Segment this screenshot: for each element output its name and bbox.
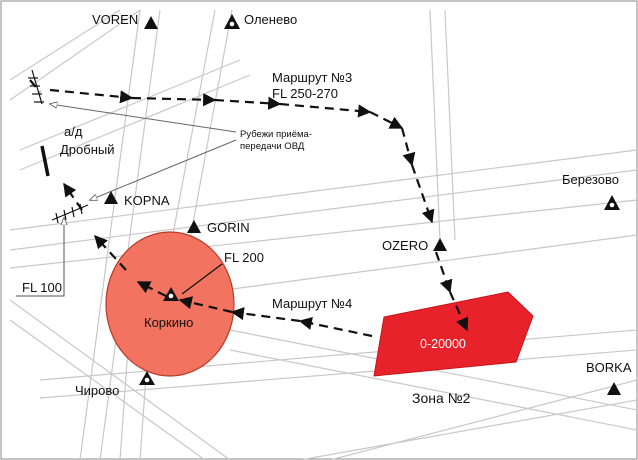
label-borka: BORKA — [586, 360, 632, 375]
label-berezovo: Березово — [562, 172, 619, 187]
label-zone-name: Зона №2 — [412, 390, 471, 406]
label-aerodrome-name: Дробный — [60, 142, 115, 157]
boundary-callouts — [50, 104, 237, 200]
restricted-zone-2 — [373, 291, 534, 377]
airway-lines — [9, 9, 638, 460]
fl200-leader — [181, 263, 223, 295]
navaid-triangle-icon — [104, 16, 621, 395]
fl100-leader — [16, 218, 64, 297]
label-korkino: Коркино — [144, 315, 193, 330]
korkino-control-zone — [105, 231, 235, 377]
label-boundary-note-1: Рубежи приёма- — [240, 129, 312, 140]
label-olenevo: Оленево — [244, 12, 297, 27]
route-4-path — [178, 296, 373, 338]
label-zone-range: 0-20000 — [420, 337, 466, 351]
label-ozero: OZERO — [382, 238, 428, 253]
label-route4-name: Маршрут №4 — [272, 296, 352, 311]
label-route3-fl: FL 250-270 — [272, 86, 338, 101]
label-voren: VOREN — [92, 12, 138, 27]
label-gorin: GORIN — [207, 220, 250, 235]
runway-drobny — [40, 145, 50, 177]
label-boundary-note-2: передачи ОВД — [240, 141, 305, 152]
label-aerodrome-type: а/д — [64, 124, 83, 139]
label-fl200: FL 200 — [224, 250, 264, 265]
label-route3-name: Маршрут №3 — [272, 70, 352, 85]
settlement-triangle-icon — [139, 14, 620, 385]
departure-path — [63, 182, 167, 297]
label-fl100: FL 100 — [22, 280, 62, 295]
route-3-path — [29, 79, 469, 332]
atc-boundary-marks — [28, 69, 89, 224]
label-chirovo: Чирово — [75, 383, 119, 398]
label-kopna: KOPNA — [124, 193, 170, 208]
